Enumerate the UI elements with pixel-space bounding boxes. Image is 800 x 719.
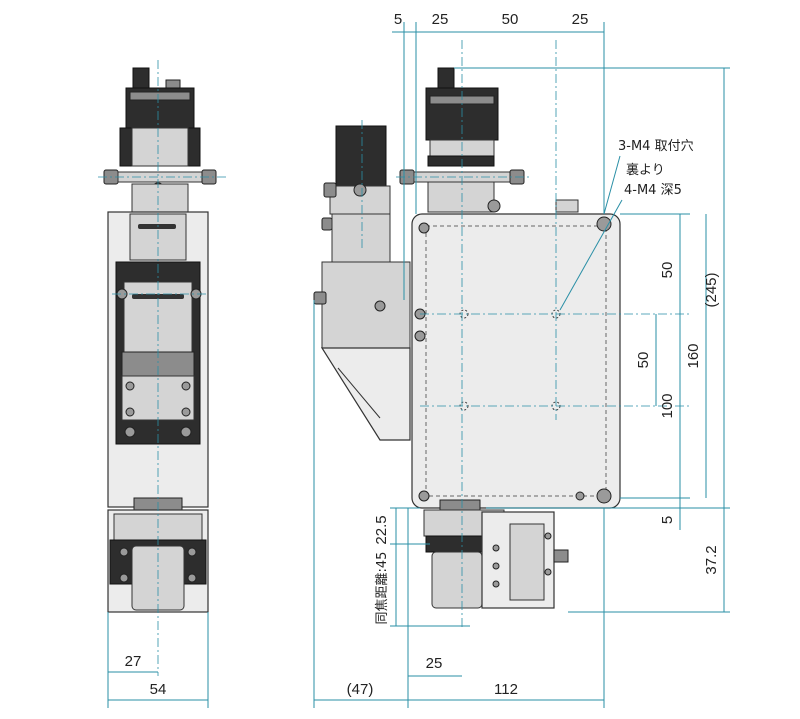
side-plate-screw-br [596, 488, 612, 504]
side-prism-knob [313, 291, 327, 305]
dim-front-27: 27 [125, 653, 142, 670]
side-tube [331, 213, 391, 267]
note-mount-holes: 3-M4 取付穴 [618, 139, 694, 154]
front-camera-mount-face [131, 127, 189, 167]
side-connector [437, 67, 455, 89]
side-prism-block [321, 261, 411, 349]
front-lens-screw-c [119, 573, 129, 583]
side-plate-screw-bm [575, 491, 585, 501]
side-eyepiece [335, 125, 387, 187]
side-bracket-screw-d [544, 532, 552, 540]
side-camera-knurl [427, 155, 495, 167]
front-lens-screw-d [187, 573, 197, 583]
right-dimensions: 50 50 100 160 (245) 5 37.2 [454, 67, 730, 613]
front-upper-slot [138, 224, 176, 229]
side-prism-edge [337, 367, 381, 419]
front-connector [132, 67, 150, 89]
side-bracket-screw-c [492, 580, 500, 588]
side-plate-inner [425, 225, 607, 497]
dim-right-50-inner: 50 [635, 352, 652, 369]
front-screw-d [181, 407, 191, 417]
front-screw-e [124, 426, 136, 438]
side-bracket-screw-b [492, 562, 500, 570]
dim-top-5: 5 [394, 11, 402, 28]
dim-right-160: 160 [685, 343, 702, 368]
side-collar [439, 499, 481, 511]
dim-focal-22-5: 22.5 [373, 515, 390, 544]
dim-right-5: 5 [659, 516, 676, 524]
front-screw-c [125, 407, 135, 417]
dim-top-25-right: 25 [572, 11, 589, 28]
front-camera-band [129, 91, 191, 101]
side-camera-screw [487, 199, 501, 213]
side-plate-screw-l2 [414, 330, 426, 342]
side-bracket-screw-e [544, 568, 552, 576]
front-lens-screw-b [187, 547, 197, 557]
side-view [313, 67, 621, 609]
side-top-boss [555, 199, 579, 213]
side-plate-screw-bl [418, 490, 430, 502]
front-view [103, 67, 217, 613]
dim-top-25-left: 25 [432, 11, 449, 28]
leader-threaded [559, 199, 623, 311]
dim-right-245: (245) [703, 272, 720, 307]
side-eyepiece-knob [323, 182, 337, 198]
dim-front-54: 54 [150, 681, 167, 698]
side-tube-knob [321, 217, 333, 231]
dim-focal-45: 同焦距離:45 [375, 552, 390, 625]
side-bracket-screw-a [492, 544, 500, 552]
front-dimensions: 27 54 [107, 612, 209, 708]
front-screw-b [181, 381, 191, 391]
side-bottom-dimensions: 25 (47) 112 [313, 300, 605, 708]
side-camera-tube [427, 181, 495, 213]
side-prism-screw [374, 300, 386, 312]
note-threaded-holes: 4-M4 深5 [624, 183, 682, 198]
top-dimensions: 5 25 50 25 [392, 11, 605, 300]
dim-right-50: 50 [659, 262, 676, 279]
dim-right-37-2: 37.2 [703, 545, 720, 574]
dim-top-50: 50 [502, 11, 519, 28]
side-bracket-plate [509, 523, 545, 601]
front-tube [131, 183, 189, 215]
leader-mount [603, 155, 621, 215]
front-panel-slot [132, 294, 184, 299]
dim-side-25: 25 [426, 655, 443, 672]
focal-dimensions: 22.5 同焦距離:45 [373, 507, 470, 627]
side-objective-knurl [425, 535, 489, 553]
dim-right-100: 100 [659, 393, 676, 418]
hole-notes: 3-M4 取付穴 裏より 4-M4 深5 [559, 139, 694, 311]
side-prism-slant [320, 347, 411, 441]
front-lens-screw-a [119, 547, 129, 557]
side-plate-screw-tl [418, 222, 430, 234]
side-bracket-knob [553, 549, 569, 563]
front-screw-a [125, 381, 135, 391]
front-screw-f [180, 426, 192, 438]
side-lens [431, 551, 483, 609]
dim-side-112: 112 [494, 681, 518, 698]
note-from-back: 裏より [626, 163, 665, 178]
dim-side-47: (47) [347, 681, 374, 698]
side-tube-screw [353, 183, 367, 197]
